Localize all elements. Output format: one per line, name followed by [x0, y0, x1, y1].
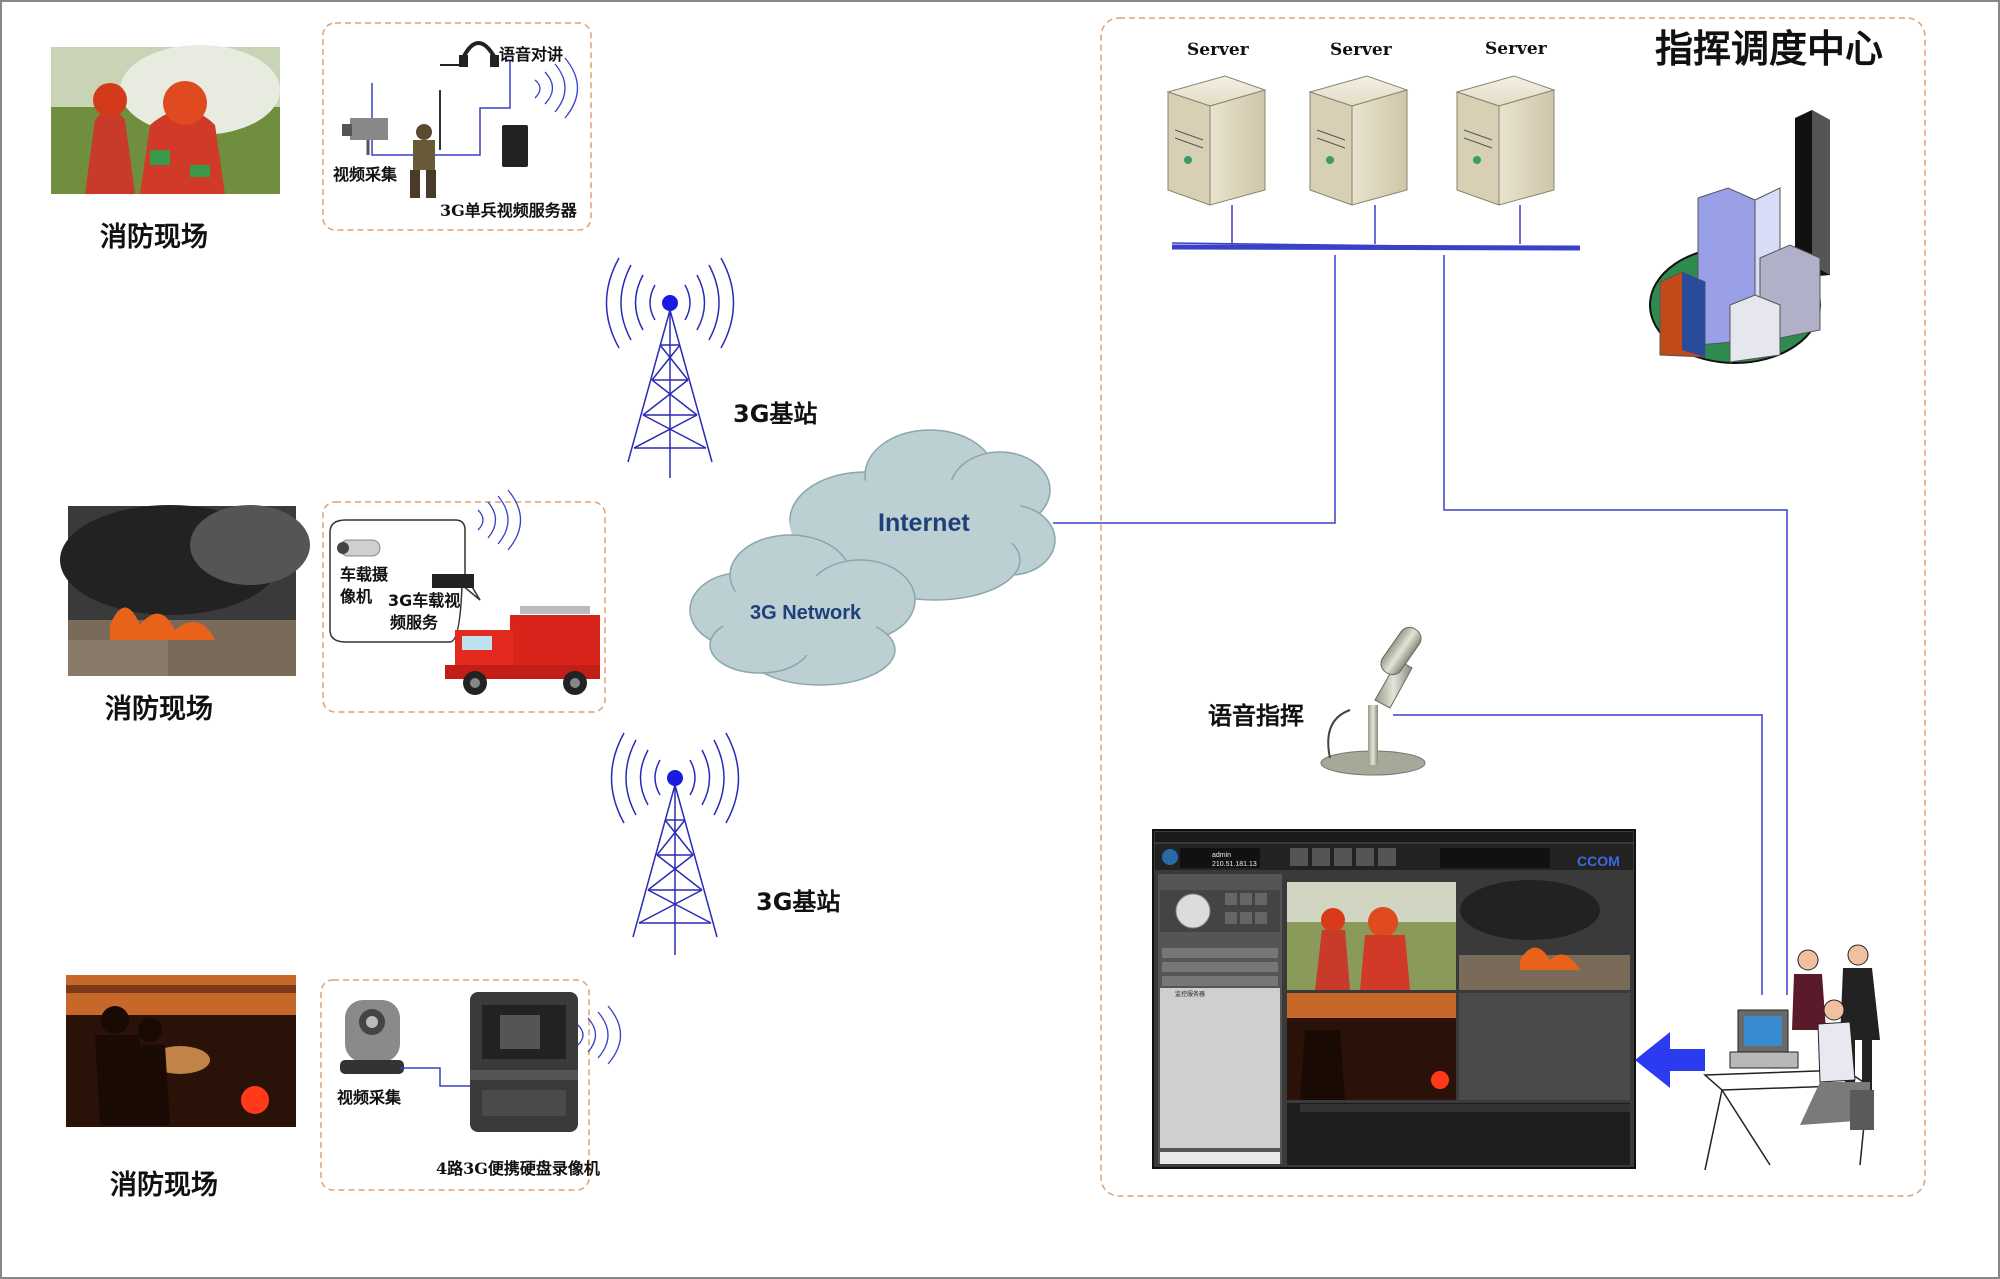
server-bus — [1171, 244, 1581, 251]
operators-icon — [1703, 944, 1880, 1171]
site-1-label: 消防现场 — [100, 222, 208, 253]
cell-tower-icon — [605, 257, 735, 478]
arrow-left-icon — [1635, 1032, 1705, 1088]
camera-label-1: 视频采集 — [333, 165, 398, 184]
radio-waves-icon — [534, 57, 578, 119]
monitor-software-window: admin 210.51.181.13 CCOM 监控服务器 — [1152, 829, 1636, 1169]
command-center-frame — [1100, 17, 1926, 1197]
portable-recorder-icon — [470, 992, 578, 1132]
headset-label: 语音对讲 — [499, 45, 563, 64]
server-label-2b: 频服务 — [390, 613, 439, 632]
microphone-icon — [1320, 626, 1426, 776]
voice-command-label: 语音指挥 — [1208, 702, 1304, 730]
camera-label-2b: 像机 — [340, 587, 372, 606]
video-camera-icon — [342, 118, 388, 155]
cell-tower-icon — [610, 732, 740, 955]
camera-label-3: 视频采集 — [337, 1088, 402, 1107]
3g-network-cloud — [689, 534, 916, 686]
fire-truck-icon — [445, 606, 600, 695]
soldier-icon — [410, 90, 441, 198]
tower-1-label: 3G基站 — [733, 400, 817, 428]
server-unit-icon — [502, 125, 528, 167]
tower-beacon — [662, 295, 678, 311]
internet-label: Internet — [878, 509, 970, 537]
tower-2-label: 3G基站 — [756, 888, 840, 916]
3g-network-label: 3G Network — [750, 602, 862, 624]
city-buildings-icon — [1649, 110, 1830, 364]
software-logo: CCOM — [1577, 853, 1620, 869]
fire-site-photo-2 — [60, 505, 310, 676]
dvr-box-icon — [432, 574, 474, 588]
fire-site-photo-3 — [66, 975, 296, 1127]
camera-to-recorder-line — [400, 1067, 470, 1087]
site-2-label: 消防现场 — [105, 694, 213, 725]
dome-camera-icon — [340, 1000, 404, 1074]
server-icon — [1308, 75, 1409, 206]
fire-site-photo-1 — [51, 45, 280, 194]
camera-label-2a: 车载摄 — [340, 565, 389, 584]
radio-waves-icon — [577, 1005, 621, 1065]
site-1-device-frame — [322, 22, 592, 231]
tree-root: 监控服务器 — [1175, 990, 1205, 998]
server-label: Server — [1187, 40, 1250, 60]
server-icon — [1455, 75, 1556, 206]
site-3-label: 消防现场 — [110, 1170, 218, 1201]
server-icon — [1166, 75, 1267, 206]
recorder-label: 4路3G便携硬盘录像机 — [436, 1159, 600, 1178]
server-label: Server — [1485, 39, 1548, 59]
login-ip: 210.51.181.13 — [1212, 861, 1257, 868]
command-center-title: 指挥调度中心 — [1655, 27, 1883, 71]
login-user: admin — [1212, 852, 1231, 859]
radio-waves-icon — [477, 489, 521, 551]
server-label: Server — [1330, 40, 1393, 60]
tower-beacon — [667, 770, 683, 786]
server-label-2a: 3G车载视 — [388, 591, 460, 610]
site-2-device-frame — [322, 501, 606, 713]
site-3-device-frame — [320, 979, 590, 1191]
bullet-camera-icon — [337, 539, 381, 557]
server-label-1: 3G单兵视频服务器 — [440, 201, 578, 220]
headset-icon — [440, 41, 499, 67]
